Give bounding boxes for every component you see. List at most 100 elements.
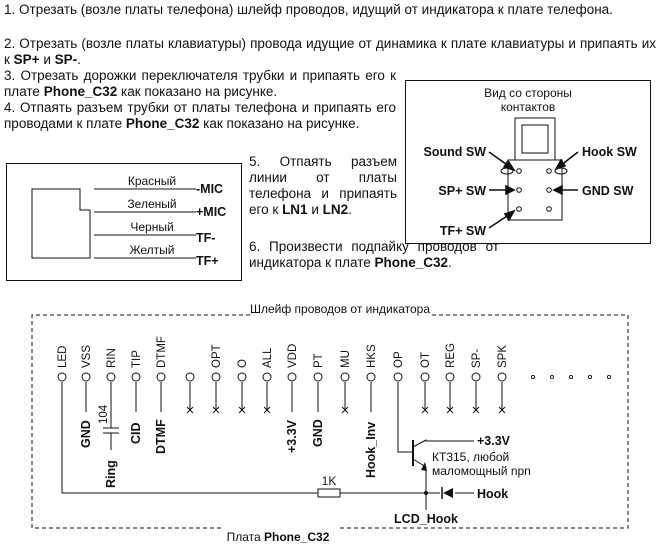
pin-dtmf-terminal bbox=[156, 372, 166, 382]
spare-pin-dot bbox=[568, 374, 574, 380]
pin-label-rin: RIN bbox=[106, 348, 118, 368]
label-spplus-sw: SP+ SW bbox=[438, 184, 486, 198]
no-connect-mark bbox=[498, 406, 506, 414]
handset-box bbox=[6, 163, 242, 281]
pin-label-mu: MU bbox=[340, 350, 352, 368]
step-2: 2. Отрезать (возле платы клавиатуры) про… bbox=[4, 36, 656, 67]
switch-contact bbox=[516, 187, 522, 193]
no-connect-mark bbox=[212, 406, 220, 414]
no-connect-mark bbox=[446, 406, 454, 414]
spare-pin-dot bbox=[530, 374, 536, 380]
label-resistor: 1K bbox=[322, 474, 337, 488]
pin-label-tip: TIP bbox=[131, 350, 143, 368]
pin-label-sp-: SP- bbox=[471, 349, 483, 368]
pin-pt-terminal bbox=[313, 372, 323, 382]
board-outline bbox=[340, 314, 629, 529]
label-hook-sw: Hook SW bbox=[582, 145, 637, 159]
cable-title: Шлейф проводов от индикатора bbox=[250, 302, 430, 316]
board-label: Плата Phone_C32 bbox=[227, 530, 330, 544]
label-transistor-type: КТ315, любой bbox=[432, 450, 509, 464]
label-sound-sw: Sound SW bbox=[424, 145, 487, 159]
switch-contact bbox=[546, 206, 552, 212]
resistor-1k bbox=[317, 488, 341, 498]
pin-label-led: LED bbox=[57, 346, 69, 368]
switch-contact bbox=[546, 187, 552, 193]
pin-reg-terminal bbox=[445, 372, 455, 382]
pin-sp--terminal bbox=[471, 372, 481, 382]
label-lcd-hook: LCD_Hook bbox=[394, 512, 458, 526]
step-6: 6. Произвести подпайку проводов от индик… bbox=[249, 239, 499, 270]
switch-contact bbox=[516, 168, 522, 174]
pin-label-vdd: VDD bbox=[287, 344, 299, 368]
wire-label-yellow: Желтый bbox=[129, 243, 174, 257]
arrowhead bbox=[502, 159, 516, 172]
switch-view-box bbox=[405, 80, 651, 244]
pin-label-plus-mic: +MIC bbox=[196, 205, 226, 219]
spare-pin-dot bbox=[606, 374, 612, 380]
no-connect-mark bbox=[263, 406, 271, 414]
pin-label-reg: REG bbox=[445, 343, 457, 368]
diode-triangle bbox=[443, 488, 453, 498]
pin-all-terminal bbox=[262, 372, 272, 382]
pin-rin-terminal bbox=[106, 372, 116, 382]
switch-view-title-1: Вид со стороны bbox=[484, 86, 572, 100]
arrowhead bbox=[552, 184, 563, 196]
label-tfplus-sw: TF+ SW bbox=[440, 224, 486, 238]
pin-unlabeled-terminal bbox=[185, 372, 195, 382]
pin-label-minus-mic: -MIC bbox=[196, 182, 223, 196]
label-transistor-supply: +3.3V bbox=[477, 434, 511, 448]
pin-spk-terminal bbox=[497, 372, 507, 382]
pin-label-hks: HKS bbox=[366, 344, 378, 368]
emitter-arrowhead bbox=[421, 462, 427, 471]
wire-op bbox=[397, 382, 412, 453]
switch-body-inner bbox=[521, 124, 549, 154]
switch-view-title-2: контактов bbox=[501, 100, 556, 114]
label-transistor-desc: маломощный npn bbox=[432, 464, 531, 478]
arrowhead bbox=[505, 184, 516, 196]
handset-connector-shape bbox=[31, 188, 91, 259]
pin-mu-terminal bbox=[340, 372, 350, 382]
label-capacitor: 104 bbox=[98, 404, 110, 424]
pin-label-tf-plus: TF+ bbox=[196, 254, 219, 268]
pin-ot-terminal bbox=[420, 372, 430, 382]
pin-vss-terminal bbox=[81, 372, 91, 382]
switch-body-outer bbox=[514, 117, 556, 161]
no-connect-mark bbox=[472, 406, 480, 414]
pin-opt-terminal bbox=[211, 372, 221, 382]
pin-label-spk: SPK bbox=[497, 345, 509, 368]
spare-pin-dot bbox=[549, 374, 555, 380]
pin-tip-terminal bbox=[131, 372, 141, 382]
label-gnd-vss: GND bbox=[79, 420, 93, 448]
pin-label-all: ALL bbox=[262, 347, 274, 368]
pin-label-ot: OT bbox=[420, 352, 432, 368]
label-hook-inv: Hook_Inv bbox=[364, 422, 378, 478]
label-dtmf: DTMF bbox=[154, 419, 168, 454]
pin-label-dtmf: DTMF bbox=[156, 336, 168, 368]
label-ring: Ring bbox=[104, 460, 118, 488]
label-gnd-sw: GND SW bbox=[582, 184, 634, 198]
pin-label-opt: OPT bbox=[211, 344, 223, 368]
step-4: 4. Отпаять разъем трубки от платы телефо… bbox=[4, 100, 396, 131]
label-cid: CID bbox=[129, 422, 143, 444]
switch-contact bbox=[516, 206, 522, 212]
pin-vdd-terminal bbox=[287, 372, 297, 382]
label-hook: Hook bbox=[477, 487, 508, 501]
junction-dot bbox=[424, 491, 428, 495]
pin-hks-terminal bbox=[366, 372, 376, 382]
arrowhead bbox=[554, 158, 567, 171]
pin-led-terminal bbox=[57, 372, 67, 382]
step-3: 3. Отрезать дорожки переключателя трубки… bbox=[4, 68, 396, 99]
arrowhead bbox=[503, 209, 516, 222]
unused-marks bbox=[186, 406, 506, 414]
wire-label-green: Зеленый bbox=[127, 197, 176, 211]
step-1: 1. Отрезать (возле платы телефона) шлейф… bbox=[4, 2, 613, 17]
pin-label-op: OP bbox=[393, 351, 405, 368]
label-gnd-pt: GND bbox=[311, 419, 325, 447]
no-connect-mark bbox=[238, 406, 246, 414]
label-vdd-33v: +3.3V bbox=[285, 419, 299, 453]
step-5: 5. Отпаять разъем линии от платы телефон… bbox=[249, 154, 397, 217]
no-connect-mark bbox=[186, 406, 194, 414]
pin-label-o: O bbox=[237, 359, 249, 368]
